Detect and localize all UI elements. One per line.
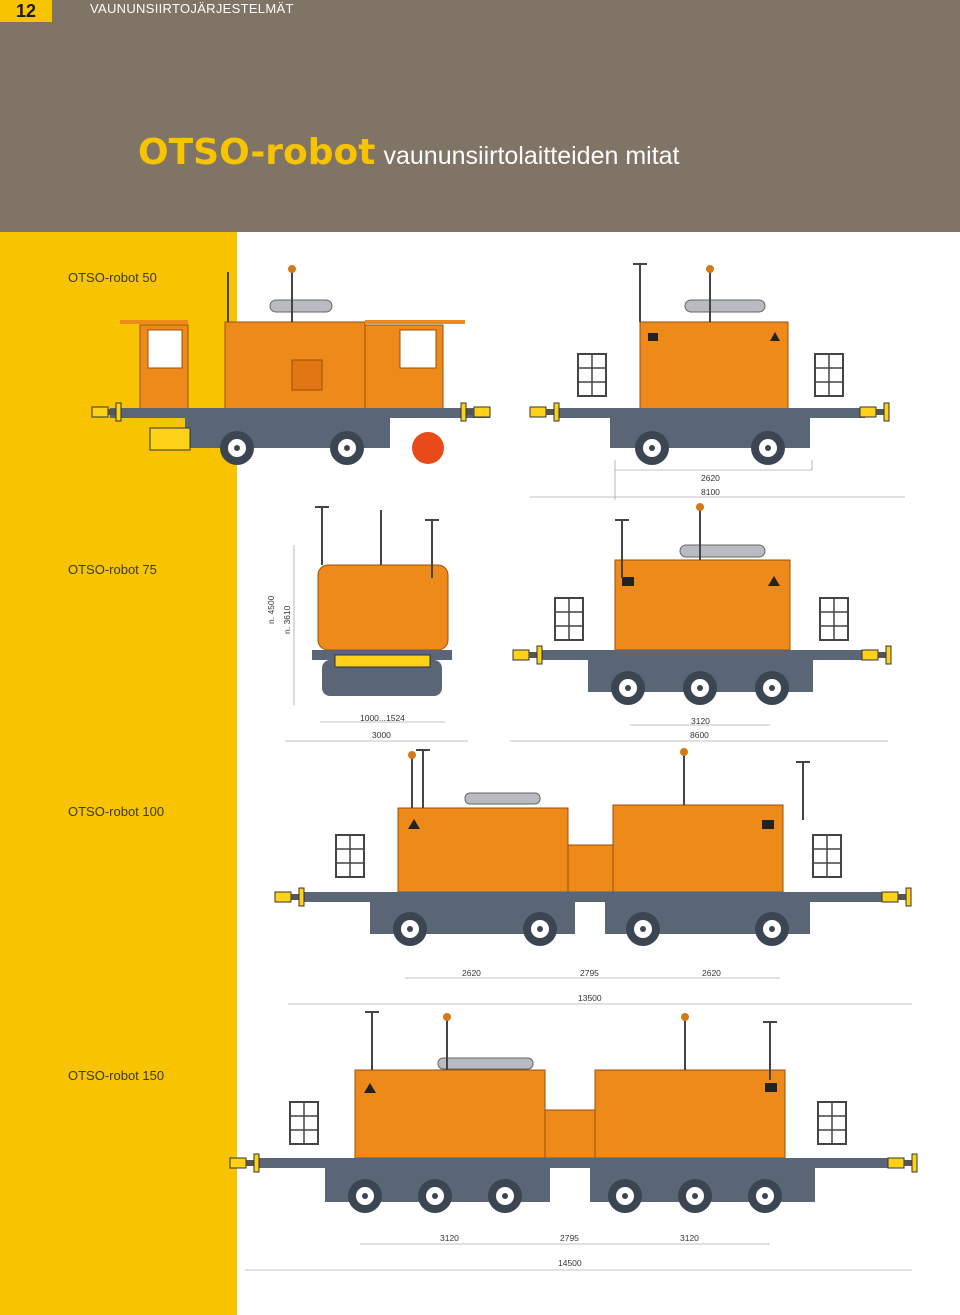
robot-50-front-view [529,263,905,500]
dim-75-gauge: 1000...1524 [360,713,405,723]
robot-50-side-view [91,264,491,466]
dim-150-wb2: 3120 [680,1233,699,1243]
dim-75-width: 3000 [372,730,391,740]
dim-100-wb1: 2620 [462,968,481,978]
section-title: VAUNUNSIIRTOJÄRJESTELMÄT [90,1,294,16]
title-subtitle: vaununsiirtolaitteiden mitat [383,142,680,170]
dim-150-length: 14500 [558,1258,582,1268]
dim-100-mid: 2795 [580,968,599,978]
title-product: OTSO-robot [138,132,376,173]
dim-75-height: n. 4500 [266,595,276,624]
model-label-75: OTSO-robot 75 [68,562,157,577]
dim-50-length: 8100 [701,487,720,497]
model-label-150: OTSO-robot 150 [68,1068,165,1083]
robot-75-drawings [285,502,892,742]
dim-75-height-2: n. 3610 [282,605,292,634]
dim-50-wheelbase: 2620 [701,473,720,483]
dim-75-wheelbase: 3120 [691,716,710,726]
dim-100-wb2: 2620 [702,968,721,978]
page-number: 12 [0,0,52,22]
dim-75-length: 8600 [690,730,709,740]
model-label-50: OTSO-robot 50 [68,270,157,285]
dim-150-wb1: 3120 [440,1233,459,1243]
robot-100-drawing [274,747,912,1005]
dim-150-mid: 2795 [560,1233,579,1243]
robot-150-drawing [229,1011,918,1271]
page-header [0,0,960,232]
dim-100-length: 13500 [578,993,602,1003]
model-label-100: OTSO-robot 100 [68,804,165,819]
